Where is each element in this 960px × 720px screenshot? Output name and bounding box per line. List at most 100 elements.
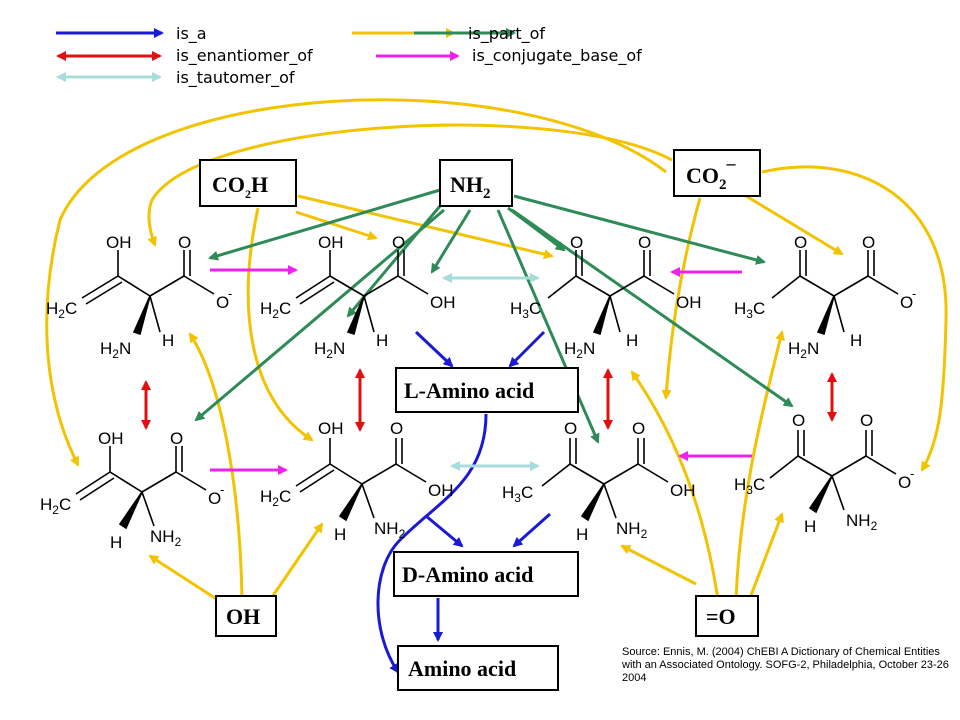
legend-is-a-label: is_a: [176, 24, 207, 44]
arrow-oh-to-mol6: [268, 522, 324, 601]
svg-text:H: H: [162, 331, 174, 350]
arrow-oxo-to-mol7: [620, 544, 697, 586]
arrow-nh2-to-mol3: [513, 194, 766, 265]
arrow-nh2-to-mol8: [511, 208, 794, 408]
molecule-2: [295, 250, 429, 336]
magenta-arrows: [210, 265, 752, 475]
box-co2h: CO2H: [199, 159, 297, 207]
box-l-amino-acid-label: L-Amino acid: [404, 378, 534, 403]
arrow-mol2-is-a-l: [414, 330, 454, 368]
svg-text:H2C: H2C: [260, 299, 291, 321]
svg-text:O: O: [898, 473, 911, 492]
curve-co2-to-mol5: [45, 98, 667, 467]
box-oh: OH: [215, 595, 277, 637]
curve-oh-to-mol1: [188, 332, 244, 601]
legend-is-tautomer-of-label: is_tautomer_of: [176, 68, 295, 88]
svg-text:OH: OH: [318, 419, 344, 438]
box-nh2: NH2: [439, 159, 513, 207]
molecule-3-atoms: O O H3C OH H2N H: [510, 233, 702, 361]
svg-text:H: H: [804, 517, 816, 536]
box-co2-sup: –: [726, 153, 737, 173]
box-oxo-label: =O: [706, 604, 736, 629]
svg-text:O: O: [792, 411, 805, 430]
molecule-7-atoms: O O H3C OH H NH2: [502, 419, 696, 544]
svg-text:-: -: [910, 466, 914, 481]
svg-text:NH2: NH2: [616, 519, 648, 541]
curve-oxo-to-mol7: [630, 370, 720, 601]
box-co2-minus: CO2 –: [673, 149, 761, 197]
svg-text:O: O: [392, 233, 405, 252]
box-co2h-main: CO: [212, 172, 245, 197]
box-co2-main: CO: [686, 163, 719, 188]
arrow-mol3-is-a-l: [508, 330, 546, 368]
molecule-7: [541, 438, 669, 522]
svg-text:O: O: [632, 419, 645, 438]
svg-text:CO2H: CO2H: [212, 172, 268, 201]
molecule-8: [769, 430, 897, 514]
box-co2h-sub: 2: [245, 187, 251, 201]
svg-text:OH: OH: [430, 293, 456, 312]
box-d-amino-acid: D-Amino acid: [393, 551, 579, 597]
arrow-mol6-is-a-d: [425, 514, 464, 548]
svg-text:H: H: [850, 331, 862, 350]
svg-text:-: -: [228, 286, 232, 301]
svg-text:O: O: [390, 419, 403, 438]
tautomer-arrows: [442, 273, 540, 471]
legend-is-part-of-label: is_part_of: [468, 24, 545, 44]
svg-text:O: O: [216, 293, 229, 312]
arrow-co2-to-mol4: [745, 194, 844, 256]
svg-text:O: O: [170, 429, 183, 448]
svg-text:H2N: H2N: [788, 339, 819, 361]
arrow-nh2-to-mol5: [194, 208, 445, 422]
svg-text:-: -: [220, 482, 224, 497]
svg-text:H: H: [334, 525, 346, 544]
arrow-mol7-is-a-d: [512, 512, 551, 548]
source-citation: Source: Ennis, M. (2004) ChEBI A Diction…: [622, 646, 949, 684]
svg-text:H2C: H2C: [260, 487, 291, 509]
box-oh-label: OH: [226, 604, 260, 629]
svg-text:H2C: H2C: [46, 299, 77, 321]
svg-text:NH2: NH2: [846, 511, 878, 533]
box-l-amino-acid: L-Amino acid: [395, 367, 579, 413]
svg-text:OH: OH: [318, 233, 344, 252]
svg-text:O: O: [862, 233, 875, 252]
svg-text:OH: OH: [670, 481, 696, 500]
box-nh2-main: NH: [450, 172, 483, 197]
svg-text:O: O: [178, 233, 191, 252]
red-arrows: [141, 368, 837, 432]
blue-arrows: [376, 330, 551, 674]
curve-co2-to-mol8: [761, 165, 948, 472]
molecule-4: [771, 250, 899, 336]
svg-text:H2N: H2N: [564, 339, 595, 361]
svg-text:NH2: NH2: [150, 527, 182, 549]
arrow-nh2-to-mol1: [208, 188, 441, 261]
svg-text:OH: OH: [676, 293, 702, 312]
curve-co2-to-mol3: [661, 197, 702, 400]
svg-text:H3C: H3C: [734, 299, 765, 321]
box-amino-acid-label: Amino acid: [408, 656, 516, 681]
box-co2h-tail: H: [251, 172, 268, 197]
svg-text:H: H: [110, 533, 122, 552]
svg-text:H2N: H2N: [100, 339, 131, 361]
arrow-l-is-a-amino: [376, 413, 488, 674]
box-d-amino-acid-label: D-Amino acid: [402, 562, 533, 587]
svg-text:H3C: H3C: [510, 299, 541, 321]
svg-text:H: H: [376, 331, 388, 350]
svg-text:O: O: [208, 489, 221, 508]
box-oxo: =O: [695, 595, 759, 637]
svg-text:O: O: [570, 233, 583, 252]
arrow-co2h-to-mol2: [295, 210, 378, 241]
curve-co2-to-mol1: [147, 123, 673, 247]
box-co2-sub: 2: [719, 177, 727, 193]
svg-text:H3C: H3C: [502, 483, 533, 505]
svg-text:NH2: NH2: [374, 519, 406, 541]
svg-text:OH: OH: [98, 429, 124, 448]
molecule-1-atoms: OH O H2C O - H2N H: [46, 233, 232, 361]
svg-text:O: O: [564, 419, 577, 438]
legend-is-conjugate-base-of-label: is_conjugate_base_of: [472, 46, 642, 66]
legend: is_a is_part_of is_enantiomer_of is_conj…: [56, 24, 642, 88]
arrow-oxo-to-mol8: [748, 512, 784, 599]
svg-text:O: O: [900, 293, 913, 312]
molecule-8-atoms: O O H3C O - H NH2: [734, 411, 914, 536]
